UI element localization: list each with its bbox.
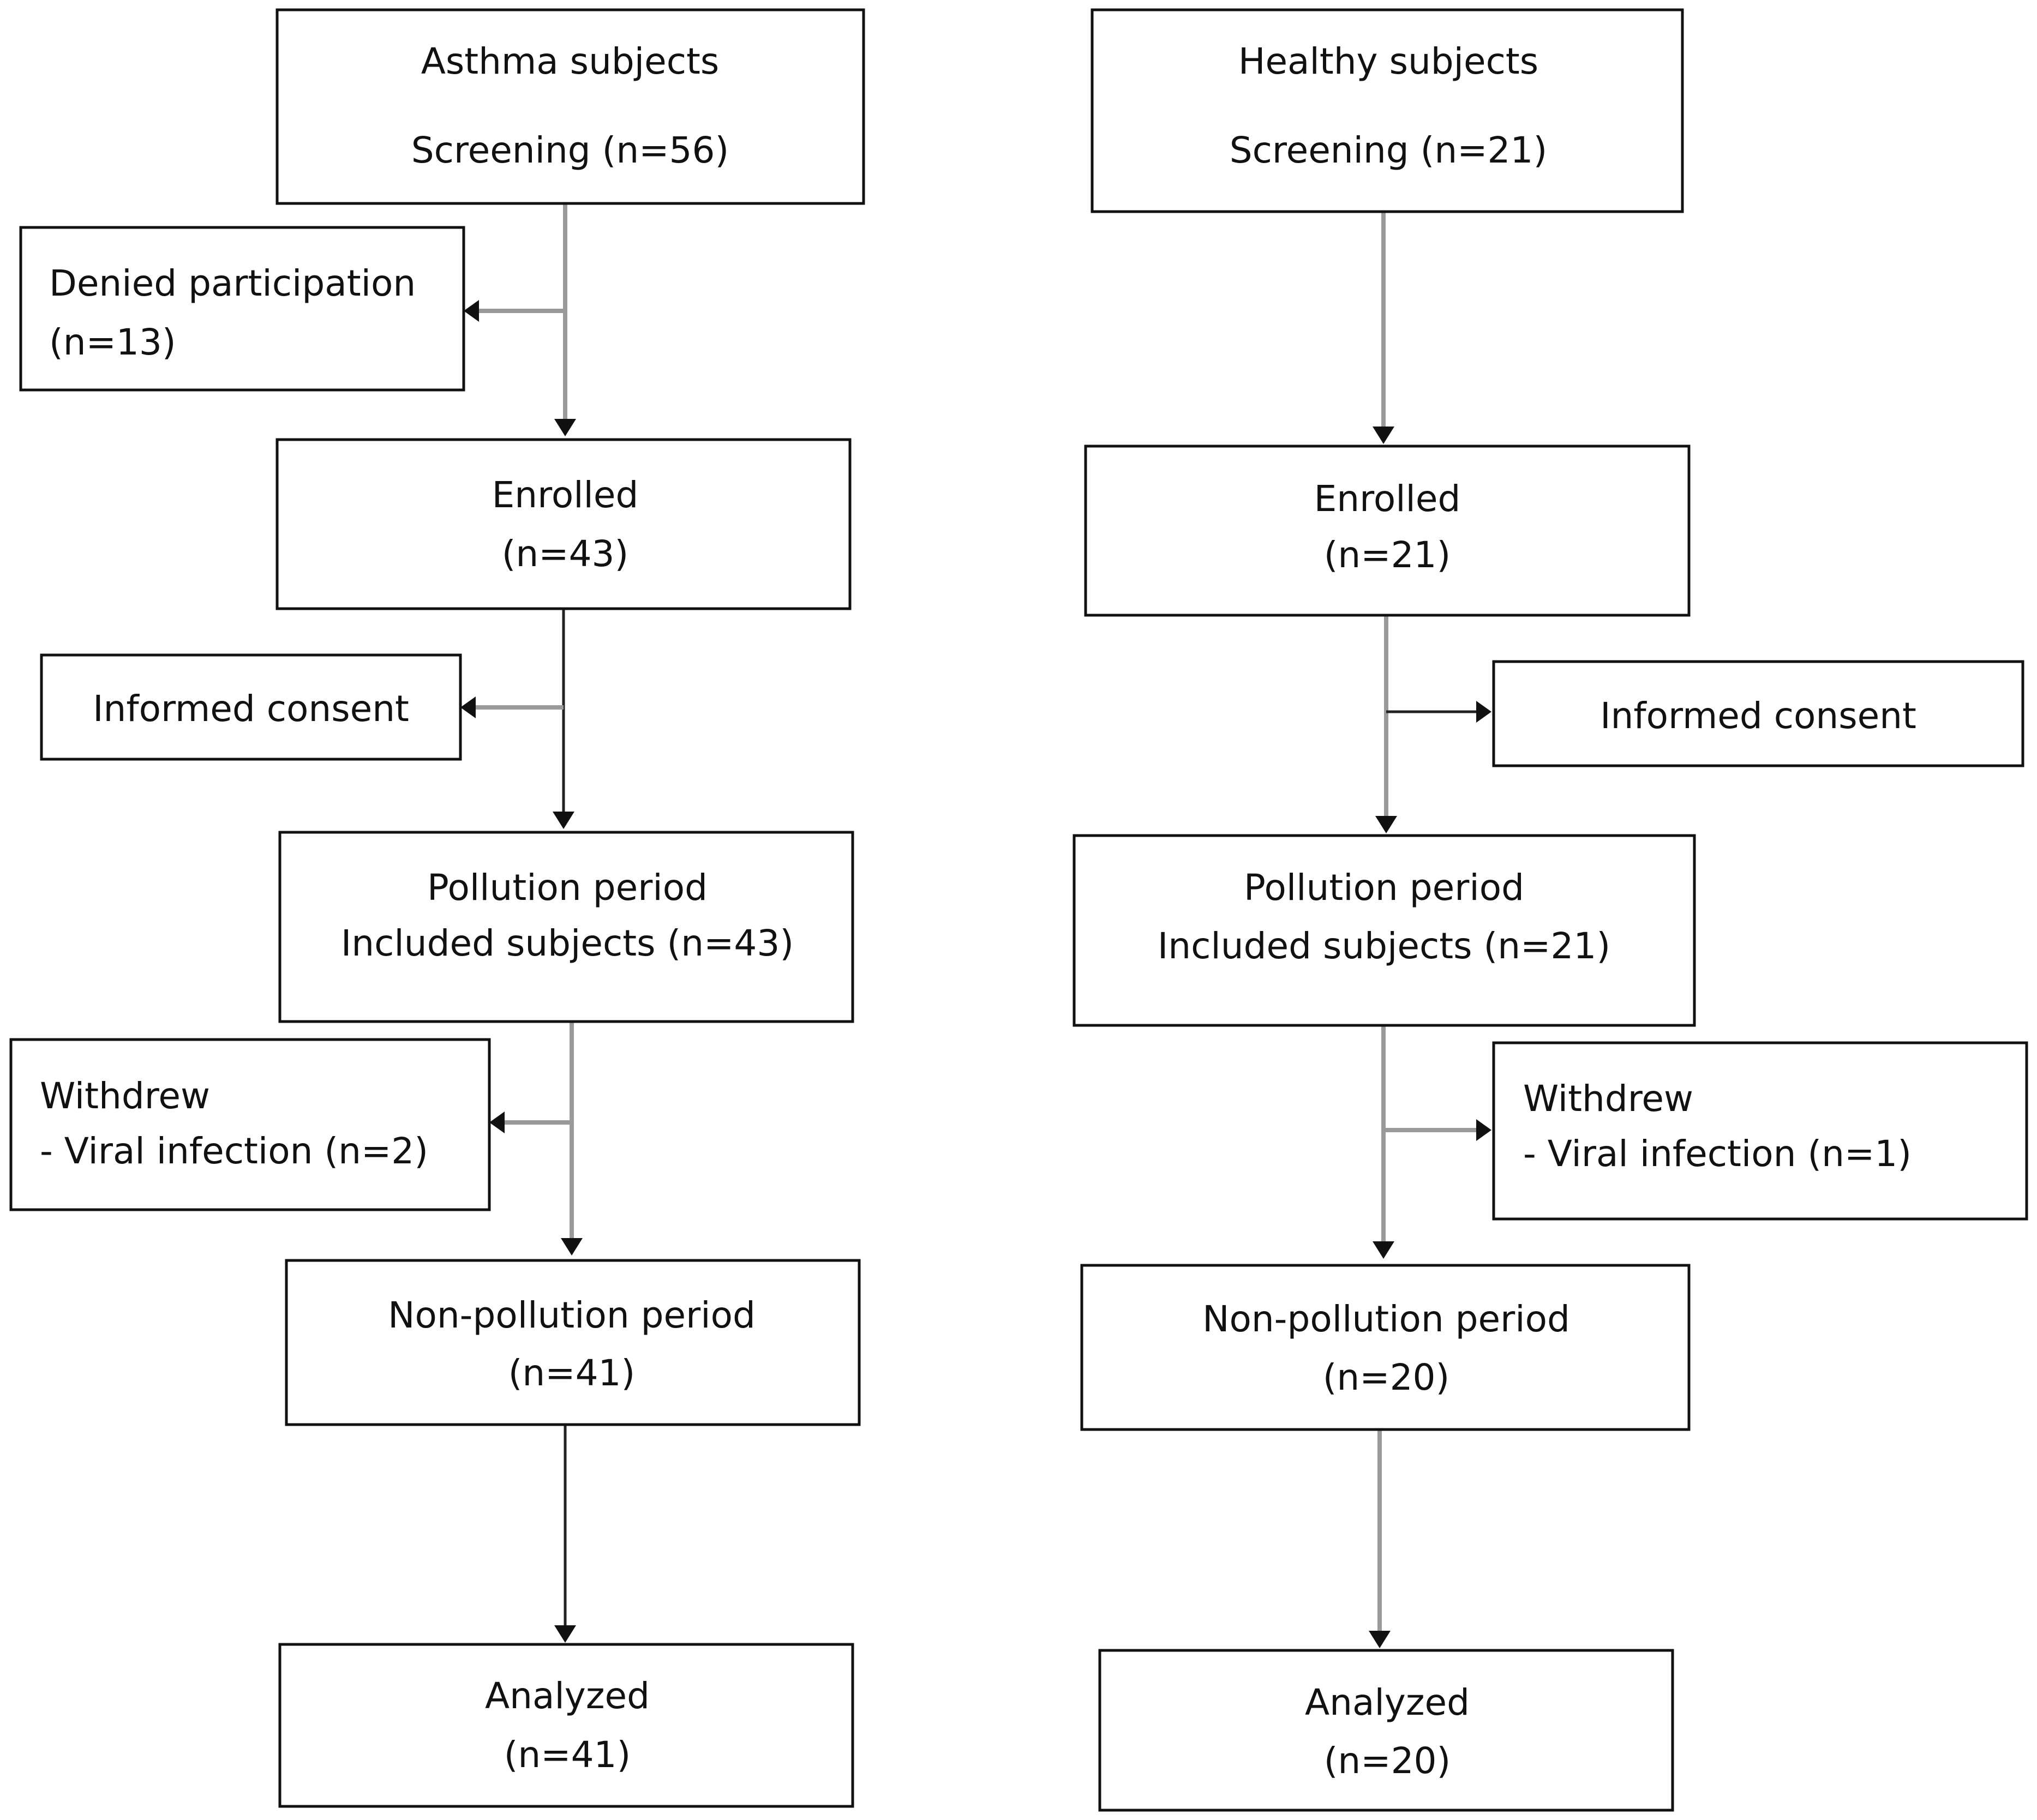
healthy-analyzed-box: Analyzed (n=20)	[1098, 1649, 1674, 1812]
arrowhead-down-icon	[554, 1625, 576, 1643]
arrowhead-down-icon	[1369, 1631, 1391, 1648]
asthma-nonpollution-label: Non-pollution period	[388, 1294, 756, 1336]
healthy-withdrew-label: Withdrew	[1523, 1078, 1693, 1120]
healthy-enrolled-label: Enrolled	[1314, 478, 1461, 520]
arrowhead-down-icon	[1373, 427, 1394, 444]
asthma-denied-label: Denied participation	[49, 262, 416, 304]
asthma-enrolled-box: Enrolled (n=43)	[275, 438, 852, 610]
healthy-pollution-count: Included subjects (n=21)	[1158, 925, 1610, 967]
healthy-withdrew-box: Withdrew - Viral infection (n=1)	[1492, 1041, 2028, 1221]
asthma-pollution-label: Pollution period	[427, 867, 708, 909]
asthma-consent-label: Informed consent	[93, 688, 409, 730]
arrowhead-left-icon	[464, 300, 479, 322]
healthy-nonpollution-label: Non-pollution period	[1202, 1298, 1570, 1340]
asthma-denied-box: Denied participation (n=13)	[19, 226, 465, 392]
arrowhead-down-icon	[561, 1238, 583, 1256]
asthma-connectors	[460, 203, 583, 1643]
healthy-pollution-box: Pollution period Included subjects (n=21…	[1073, 834, 1696, 1027]
asthma-analyzed-box: Analyzed (n=41)	[278, 1643, 854, 1808]
asthma-denied-count: (n=13)	[49, 321, 176, 363]
arrowhead-down-icon	[553, 812, 574, 829]
healthy-enrolled-count: (n=21)	[1324, 534, 1451, 576]
asthma-withdrew-label: Withdrew	[40, 1075, 210, 1117]
asthma-enrolled-count: (n=43)	[502, 533, 629, 575]
healthy-analyzed-label: Analyzed	[1305, 1681, 1470, 1723]
arrowhead-down-icon	[554, 419, 576, 436]
asthma-pollution-count: Included subjects (n=43)	[341, 922, 794, 964]
asthma-withdrew-box: Withdrew - Viral infection (n=2)	[9, 1038, 491, 1211]
arrowhead-down-icon	[1375, 816, 1397, 833]
arrowhead-down-icon	[1373, 1241, 1394, 1259]
healthy-pollution-label: Pollution period	[1244, 867, 1524, 909]
healthy-nonpollution-count: (n=20)	[1323, 1356, 1450, 1398]
asthma-consent-box: Informed consent	[40, 653, 462, 761]
healthy-screening-box: Healthy subjects Screening (n=21)	[1091, 8, 1684, 213]
asthma-analyzed-label: Analyzed	[485, 1675, 650, 1717]
healthy-nonpollution-box: Non-pollution period (n=20)	[1080, 1264, 1691, 1431]
healthy-withdrew-reason: - Viral infection (n=1)	[1523, 1133, 1912, 1175]
asthma-analyzed-count: (n=41)	[504, 1734, 631, 1776]
asthma-screening-title: Asthma subjects	[421, 40, 720, 82]
asthma-nonpollution-box: Non-pollution period (n=41)	[285, 1259, 861, 1426]
healthy-consent-label: Informed consent	[1600, 695, 1916, 737]
asthma-screening-box: Asthma subjects Screening (n=56)	[275, 8, 865, 205]
arrowhead-left-icon	[489, 1112, 505, 1133]
healthy-screening-title: Healthy subjects	[1238, 40, 1538, 82]
arrowhead-left-icon	[460, 696, 476, 718]
arrowhead-right-icon	[1476, 701, 1491, 723]
healthy-screening-count: Screening (n=21)	[1230, 129, 1548, 171]
healthy-consent-box: Informed consent	[1492, 660, 2024, 767]
healthy-analyzed-count: (n=20)	[1324, 1740, 1451, 1782]
asthma-nonpollution-count: (n=41)	[508, 1352, 636, 1394]
asthma-enrolled-label: Enrolled	[492, 474, 639, 516]
healthy-enrolled-box: Enrolled (n=21)	[1084, 445, 1691, 617]
arrowhead-right-icon	[1476, 1119, 1491, 1141]
healthy-connectors	[1369, 212, 1491, 1648]
asthma-screening-count: Screening (n=56)	[411, 129, 729, 171]
asthma-pollution-box: Pollution period Included subjects (n=43…	[278, 831, 854, 1023]
asthma-withdrew-reason: - Viral infection (n=2)	[40, 1130, 428, 1172]
